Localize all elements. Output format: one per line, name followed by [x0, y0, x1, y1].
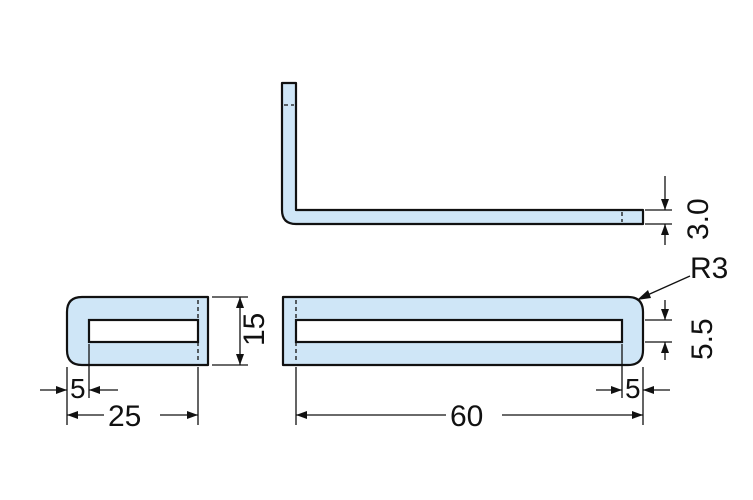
long-leg-dimension: 60 — [295, 367, 644, 433]
long-leg-label: 60 — [450, 400, 483, 433]
short-leg-label: 25 — [108, 400, 141, 433]
width-label: 15 — [238, 313, 271, 346]
flat-view-left-part — [65, 295, 210, 367]
thickness-label: 3.0 — [682, 198, 715, 240]
long-leg-slot — [294, 318, 624, 344]
radius-label: R3 — [690, 252, 728, 285]
slot-width-label: 5.5 — [686, 318, 719, 360]
width-dimension: 15 — [212, 296, 271, 366]
side-view-profile — [280, 81, 645, 226]
short-leg-slot — [87, 318, 200, 344]
left-margin-dimension: 5 — [40, 344, 118, 404]
left-margin-label: 5 — [70, 373, 86, 404]
side-view — [280, 81, 645, 226]
flat-view-right-part — [281, 295, 645, 367]
thickness-dimension: 3.0 — [645, 176, 715, 245]
short-leg-dimension: 25 — [66, 367, 199, 433]
right-margin-label: 5 — [625, 373, 641, 404]
right-margin-dimension: 5 — [596, 344, 670, 404]
slot-width-dimension: 5.5 — [645, 300, 719, 360]
radius-callout: R3 — [637, 252, 728, 300]
